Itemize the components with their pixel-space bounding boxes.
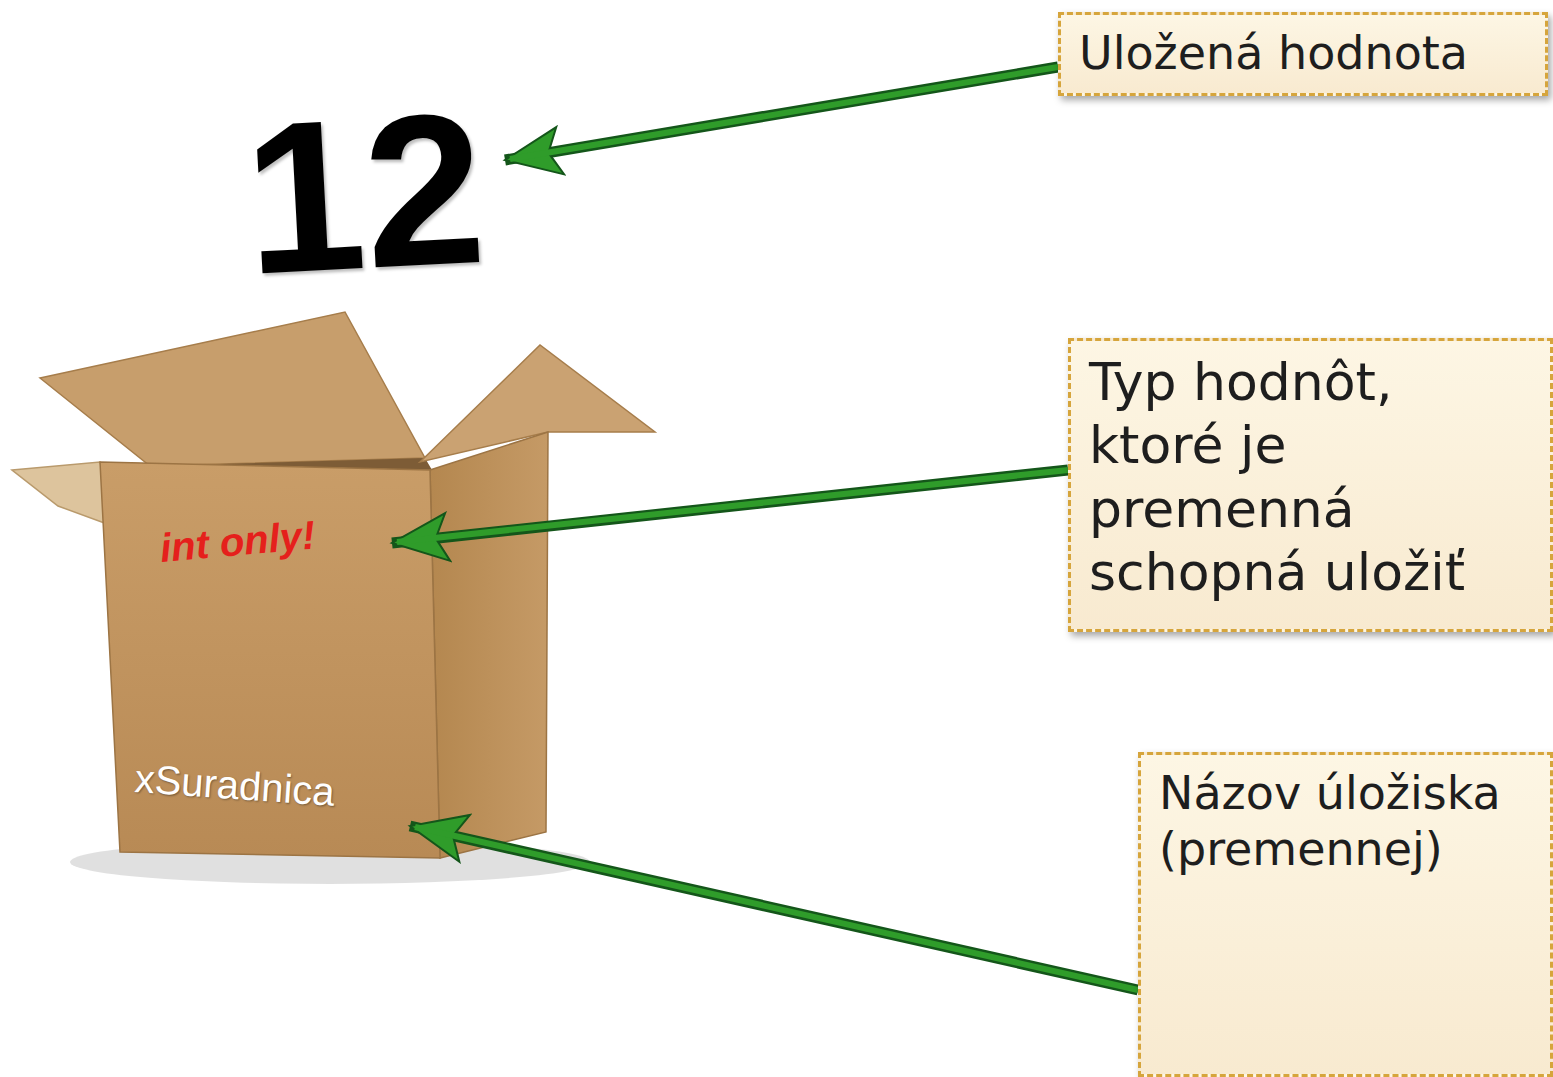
callout-box: Uložená hodnota [1058,12,1548,96]
leader-arrow [415,827,1138,990]
variable-name: xSuradnica [134,758,336,812]
callout-box: Typ hodnôt, ktoré je premenná schopná ul… [1068,338,1553,632]
callout-text: Uložená hodnota [1079,25,1527,81]
leader-arrow [505,67,1058,160]
callout-text: Názov úložiska (premennej) [1159,765,1532,877]
type-label: int only! [158,515,316,568]
leader-arrow [510,67,1058,159]
leader-arrow [397,470,1068,542]
box-side-face [430,432,548,858]
leader-arrow [410,826,1138,990]
stored-value: 12 [239,80,489,307]
leader-arrow [392,470,1068,543]
callout-text: Typ hodnôt, ktoré je premenná schopná ul… [1089,351,1532,605]
box-front-face [100,462,440,858]
box-back-flap [40,312,425,466]
callout-box: Názov úložiska (premennej) [1138,752,1553,1077]
